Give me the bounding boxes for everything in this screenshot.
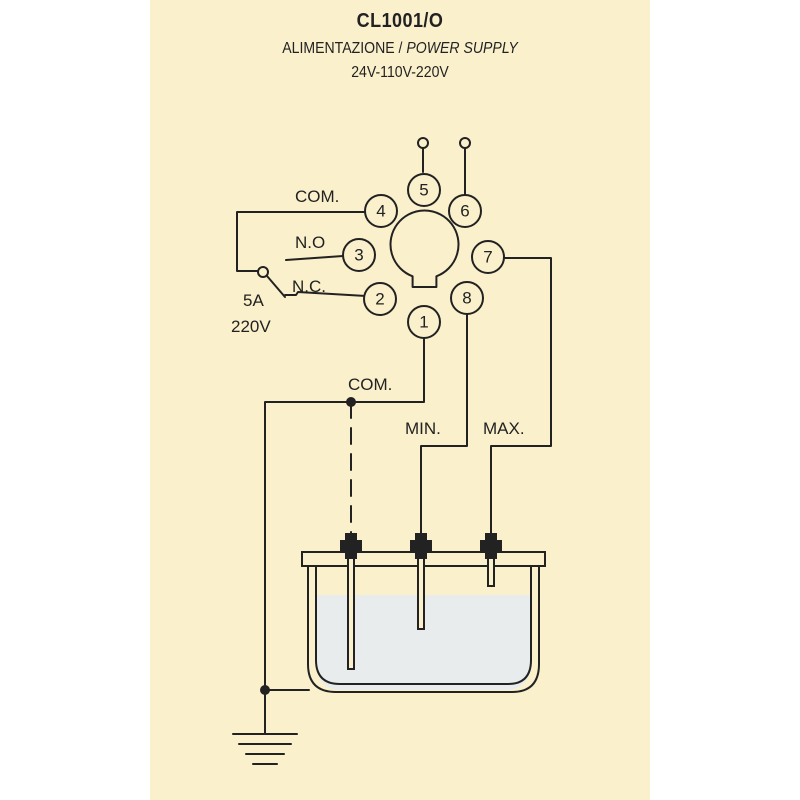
wire-com — [236, 211, 368, 272]
relay-nc-label: N.C. — [292, 277, 326, 296]
pin-circle-1 — [407, 305, 441, 339]
wire-pin8 — [420, 313, 468, 537]
pin-label-5: 5 — [419, 181, 428, 200]
wire-nc — [284, 291, 367, 297]
switch-blade — [266, 275, 286, 298]
electrodes — [340, 533, 502, 670]
relay-com-label: COM. — [295, 187, 339, 206]
pin-label-4: 4 — [376, 202, 385, 221]
socket-center — [389, 209, 460, 288]
pin-label-1: 1 — [419, 313, 428, 332]
electrode-com-head — [340, 533, 362, 559]
pin-circle-5 — [407, 173, 441, 207]
electrode-max-head — [480, 533, 502, 559]
pin-circle-3 — [342, 238, 376, 272]
pin-circle-4 — [364, 194, 398, 228]
pin-label-6: 6 — [460, 202, 469, 221]
junction-com — [346, 397, 356, 407]
junction-ground — [260, 685, 270, 695]
tank-liquid — [316, 595, 531, 690]
supply-label-en: POWER SUPPLY — [406, 40, 518, 57]
electrode-com-rod — [347, 555, 355, 670]
wire-pin1 — [264, 338, 425, 691]
pin-circle-6 — [448, 194, 482, 228]
supply-label-it: ALIMENTAZIONE / — [282, 40, 403, 57]
pin-label-8: 8 — [462, 289, 471, 308]
tank-wall-inner — [315, 566, 532, 685]
post-pin6 — [459, 137, 471, 149]
relay-voltage-label: 220V — [231, 317, 271, 336]
probe-min-label: MIN. — [405, 419, 441, 438]
relay-no-label: N.O — [295, 233, 325, 252]
pin-circle-7 — [471, 240, 505, 274]
pin-circle-2 — [363, 282, 397, 316]
wire-no — [285, 255, 344, 261]
electrode-min-rod — [417, 555, 425, 630]
pin-label-3: 3 — [354, 246, 363, 265]
pin-label-7: 7 — [483, 248, 492, 267]
switch-pivot — [257, 266, 269, 278]
power-supply-label: ALIMENTAZIONE / POWER SUPPLY — [180, 40, 620, 58]
wire-pin7 — [490, 257, 552, 537]
tank-wall-outer — [307, 564, 540, 693]
relay-current-label: 5A — [243, 291, 264, 310]
pin-label-2: 2 — [375, 290, 384, 309]
probe-max-label: MAX. — [483, 419, 525, 438]
pin-circle-8 — [450, 281, 484, 315]
post-pin5 — [417, 137, 429, 149]
tank — [301, 551, 546, 693]
electrode-max-rod — [487, 555, 495, 587]
voltage-range: 24V-110V-220V — [351, 64, 449, 81]
probe-com-label: COM. — [348, 375, 392, 394]
model-title: CL1001/O — [356, 10, 444, 32]
electrode-min-head — [410, 533, 432, 559]
